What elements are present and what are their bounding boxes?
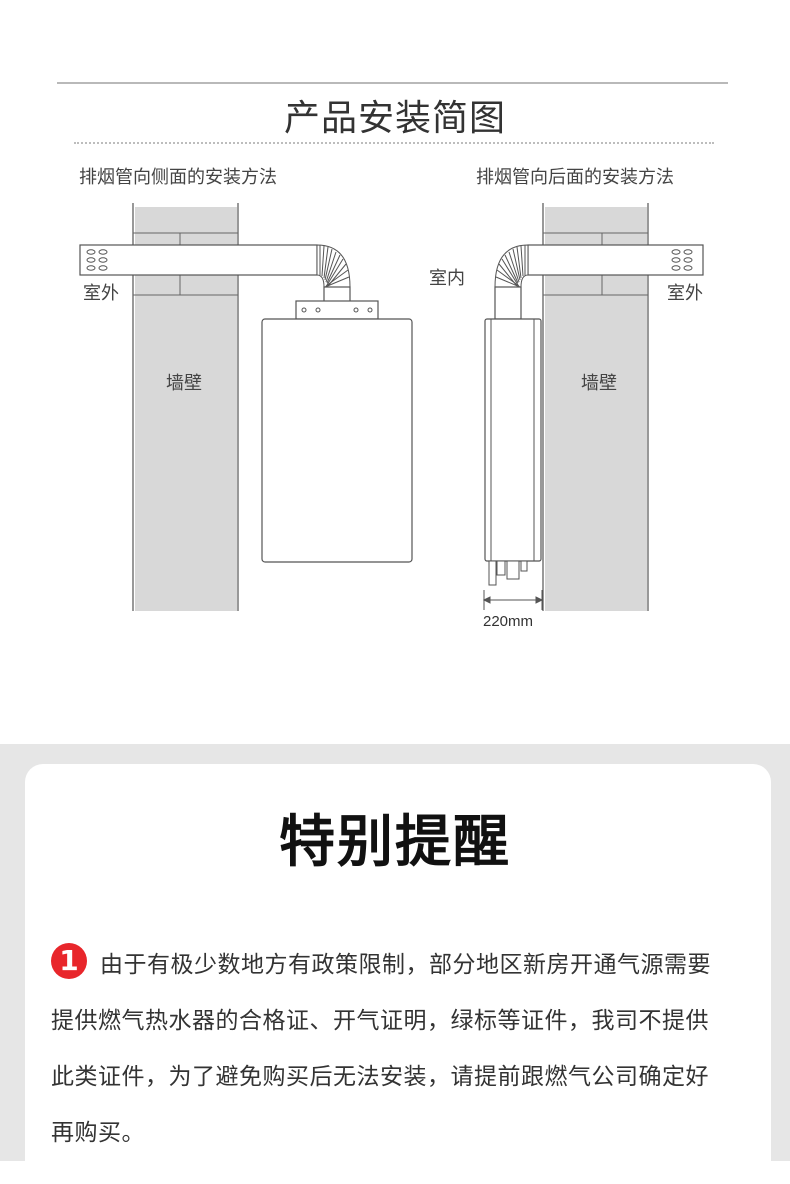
- notice-text-line: 由于有极少数地方有政策限制，部分地区新房开通气源需要: [100, 952, 711, 978]
- flue-elbow-back: [494, 244, 529, 288]
- previous-section-fragment: [0, 0, 790, 10]
- vent-holes: [86, 249, 108, 271]
- dimension-line: [482, 590, 544, 610]
- water-heater-side: [484, 318, 542, 562]
- dotted-divider: [74, 142, 714, 144]
- caption-side-installation: 排烟管向侧面的安装方法: [79, 167, 277, 188]
- dimension-label: 220mm: [483, 613, 533, 630]
- flue-pipe: [79, 244, 318, 276]
- outdoor-label-right: 室外: [667, 283, 703, 304]
- notice-text-line: 提供燃气热水器的合格证、开气证明，绿标等证件，我司不提供: [51, 1008, 709, 1034]
- vent-holes-back: [671, 249, 693, 271]
- flue-elbow: [316, 244, 351, 288]
- wall-label-left: 墙壁: [166, 373, 202, 394]
- side-installation-diagram: 室外 墙壁: [79, 203, 413, 611]
- notice-text-line: 再购买。: [51, 1120, 145, 1146]
- installation-diagram: 室外 墙壁: [79, 203, 704, 630]
- indoor-label: 室内: [429, 268, 465, 289]
- outdoor-label-left: 室外: [83, 283, 119, 304]
- mounting-bracket: [295, 300, 379, 320]
- section-title: 产品安装简图: [283, 98, 506, 139]
- notice-card: [25, 764, 771, 1184]
- back-installation-diagram: 220mm 室内 室外 墙壁: [429, 203, 704, 630]
- water-heater-front: [261, 318, 413, 563]
- notice-title: 特别提醒: [279, 810, 511, 875]
- wall-label-right: 墙壁: [581, 373, 617, 394]
- notice-text-line: 此类证件，为了避免购买后无法安装，请提前跟燃气公司确定好: [51, 1064, 709, 1090]
- notice-number-badge: 1: [51, 943, 87, 979]
- divider-line: [57, 82, 728, 84]
- caption-back-installation: 排烟管向后面的安装方法: [476, 167, 674, 188]
